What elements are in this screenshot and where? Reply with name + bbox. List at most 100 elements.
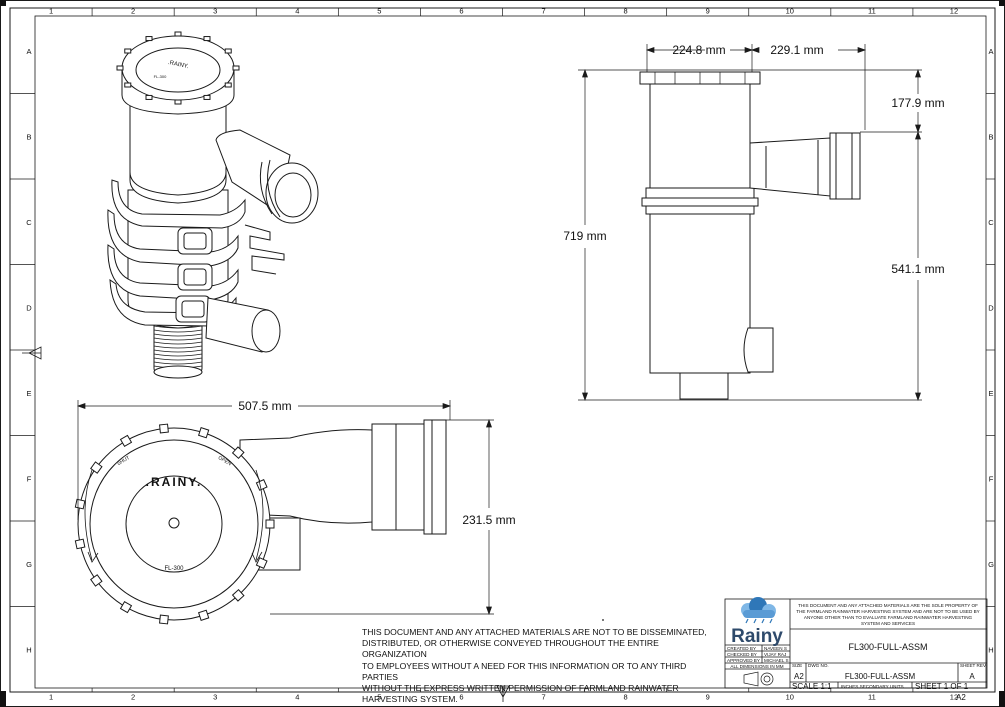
tb-created-by: NAVEEN S bbox=[764, 646, 787, 651]
projection-symbol-icon bbox=[743, 671, 774, 687]
zone-row-label: F bbox=[27, 474, 32, 483]
inlet-pipe-ring bbox=[259, 161, 273, 215]
corner-marker bbox=[0, 0, 6, 6]
band-front bbox=[641, 197, 759, 207]
zone-column-label: 5 bbox=[377, 693, 381, 702]
tb-property-line-2: THE FARMLAND RAINWATER HARVESTING SYSTEM… bbox=[796, 609, 979, 614]
plan-arrow-left bbox=[84, 469, 99, 563]
zone-column-label: 11 bbox=[868, 693, 876, 702]
zone-column-label: 11 bbox=[868, 7, 876, 16]
zone-row-label: D bbox=[26, 303, 32, 312]
tb-dwg-no: FL300-FULL-ASSM bbox=[845, 672, 916, 681]
zone-row-label: B bbox=[26, 132, 31, 141]
centering-arrow-left bbox=[22, 346, 42, 360]
zone-column-label: 7 bbox=[541, 7, 545, 16]
dim-plan-width: 231.5 mm bbox=[462, 513, 515, 527]
zone-row-label: H bbox=[26, 645, 31, 654]
plan-view bbox=[74, 419, 447, 625]
zone-column-label: 4 bbox=[295, 693, 299, 702]
plan-lid-brand: .RAINY. bbox=[146, 475, 203, 489]
iso-lid-brand: .RAINY. bbox=[167, 60, 189, 70]
zone-column-label: 4 bbox=[295, 7, 299, 16]
dim-plan-length: 507.5 mm bbox=[238, 399, 291, 413]
zone-row-label: D bbox=[988, 303, 994, 312]
plan-lid-model: FL-300 bbox=[164, 566, 184, 572]
tb-sheet-rev-label: SHEET REV bbox=[960, 663, 987, 668]
zone-column-label: 3 bbox=[213, 7, 217, 16]
upper-body bbox=[129, 97, 227, 204]
rainy-logo bbox=[741, 597, 776, 624]
centering-arrow-bottom bbox=[496, 685, 510, 702]
zone-column-label: 12 bbox=[950, 7, 958, 16]
zone-column-label: 6 bbox=[459, 7, 463, 16]
zone-column-label: 12 bbox=[950, 693, 958, 702]
zone-column-label: 9 bbox=[706, 7, 710, 16]
tb-sheet: SHEET 1 OF 1 bbox=[915, 682, 969, 691]
zone-column-label: 3 bbox=[213, 693, 217, 702]
zone-column-label: 6 bbox=[459, 693, 463, 702]
notice-line: HARVESTING SYSTEM. bbox=[362, 694, 458, 705]
notice-line: WITHOUT THE EXPRESS WRITTEN PERMISSION O… bbox=[362, 683, 679, 694]
zone-column-label: 1 bbox=[49, 693, 53, 702]
tb-approved-by-label: APPROVED BY bbox=[727, 658, 760, 663]
zone-row-label: C bbox=[988, 218, 994, 227]
zone-column-label: 9 bbox=[706, 693, 710, 702]
tb-property-line-3: ANYONE OTHER THAN TO EVALUATE FARMLAND R… bbox=[804, 615, 973, 620]
zone-row-label: A bbox=[988, 47, 993, 56]
notice-line: THIS DOCUMENT AND ANY ATTACHED MATERIALS… bbox=[362, 627, 707, 637]
plan-lid-center bbox=[168, 517, 180, 529]
band-handle-inner bbox=[183, 232, 207, 250]
band-1 bbox=[111, 179, 246, 229]
tb-paper-size: A2 bbox=[956, 693, 966, 702]
tb-checked-by: VIJAY RAJ bbox=[764, 652, 786, 657]
tb-created-by-label: CREATED BY bbox=[727, 646, 756, 651]
tb-title: FL300-FULL-ASSM bbox=[848, 642, 927, 652]
isometric-view bbox=[107, 31, 319, 379]
zone-row-label: G bbox=[988, 560, 994, 569]
front-elevation bbox=[639, 71, 861, 400]
distribution-notice: THIS DOCUMENT AND ANY ATTACHED MATERIALS… bbox=[362, 627, 722, 705]
zone-column-label: 1 bbox=[49, 7, 53, 16]
zone-column-label: 8 bbox=[624, 7, 628, 16]
zone-row-label: E bbox=[988, 389, 993, 398]
side-fins bbox=[244, 224, 285, 275]
zone-row-label: E bbox=[26, 389, 31, 398]
zone-ticks bbox=[10, 8, 995, 692]
logo-text: Rainy bbox=[731, 626, 783, 647]
dim-top-width-left: 224.8 mm bbox=[672, 43, 725, 57]
front-dimensions bbox=[578, 44, 922, 402]
lower-side-bulge bbox=[743, 327, 774, 373]
tb-size-label: SIZE bbox=[792, 663, 802, 668]
tb-dwg-no-label: DWG NO. bbox=[808, 663, 829, 668]
zone-row-label: H bbox=[988, 645, 993, 654]
zone-row-label: A bbox=[26, 47, 31, 56]
threaded-outlet bbox=[153, 315, 203, 379]
tb-size: A2 bbox=[794, 672, 804, 681]
tb-property-line-1: THIS DOCUMENT AND ANY ATTACHED MATERIALS… bbox=[798, 603, 978, 608]
tb-approved-by: MICHAEL S bbox=[764, 658, 789, 663]
zone-row-label: C bbox=[26, 218, 32, 227]
corner-marker bbox=[999, 0, 1005, 6]
band-front bbox=[645, 187, 755, 199]
zone-column-label: 10 bbox=[786, 693, 794, 702]
tb-scale: SCALE 1:1 bbox=[792, 682, 832, 691]
title-block bbox=[724, 598, 988, 689]
tb-units-secondary: INCHES SECONDARY UNITS bbox=[841, 684, 904, 689]
zone-row-label: F bbox=[989, 474, 994, 483]
lid-front-ribs bbox=[654, 72, 746, 84]
tb-rev: A bbox=[969, 672, 975, 681]
dim-overall-height: 719 mm bbox=[563, 229, 606, 243]
band-handle-inner bbox=[181, 300, 205, 318]
dim-top-width-right: 229.1 mm bbox=[770, 43, 823, 57]
upper-body-front bbox=[649, 83, 751, 189]
band-handle-inner bbox=[183, 268, 207, 286]
plan-lugs bbox=[74, 423, 275, 625]
zone-row-label: B bbox=[988, 132, 993, 141]
lid-inner bbox=[135, 47, 221, 93]
tb-checked-by-label: CHECKED BY bbox=[727, 652, 757, 657]
plan-dimensions bbox=[76, 400, 494, 616]
notice-line: DISTRIBUTED, OR OTHERWISE CONVEYED THROU… bbox=[362, 638, 659, 660]
zone-column-label: 2 bbox=[131, 693, 135, 702]
inlet-pipe-bore bbox=[274, 172, 312, 218]
